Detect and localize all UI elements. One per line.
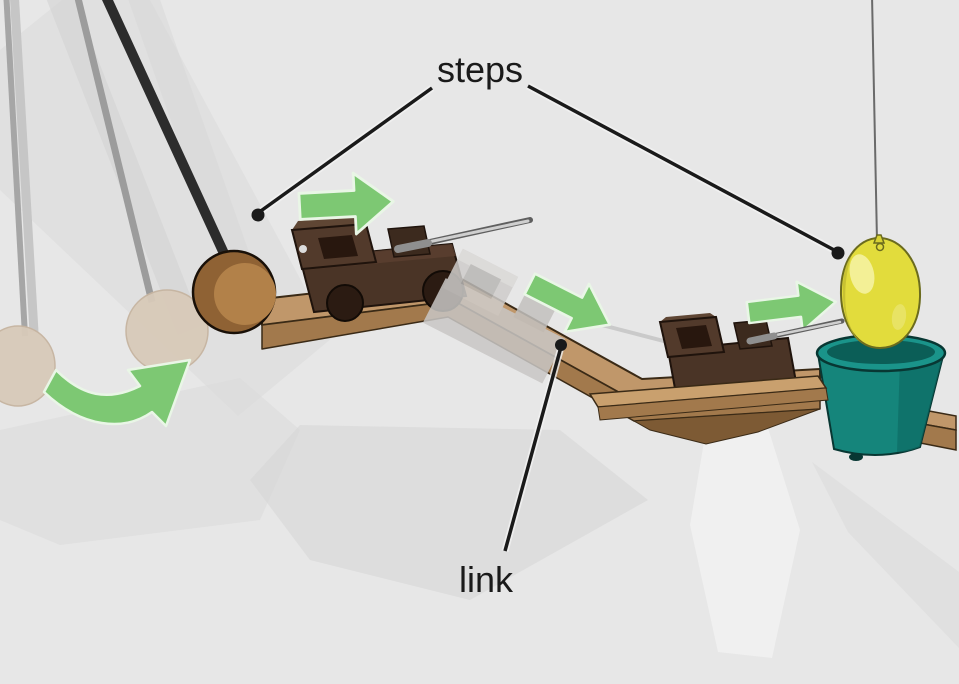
floor-shadow-right (812, 462, 959, 648)
truck1-wheel-front (326, 284, 364, 322)
steps-label: steps (437, 49, 523, 90)
rod-shadow-1 (46, 0, 203, 335)
bucket-interior (827, 340, 935, 364)
ghost-truck-body (422, 278, 566, 384)
ghost-rod-mid (74, 0, 156, 303)
balloon-highlight-2 (891, 304, 907, 330)
slope-arrow (523, 272, 612, 334)
link-pointer-dot (555, 339, 567, 351)
balloon-left-shade (842, 255, 867, 346)
annotations: steps link (251, 49, 845, 600)
rail-front-face (597, 387, 829, 421)
steps-pointer-dot-left (251, 208, 265, 222)
ghost-ball-far (0, 325, 56, 407)
link-pointer-line (503, 346, 563, 552)
floor-shadow-left (0, 378, 300, 545)
pendulum-ball (191, 249, 277, 335)
floor-shadow-center (250, 425, 648, 600)
push-arrow-2 (745, 280, 838, 333)
ghost-rod-far (3, 0, 28, 337)
balloon-highlight (849, 254, 875, 294)
needle2-ferrule (746, 332, 778, 345)
table-leg-highlight (690, 428, 800, 658)
balloon-string (871, 0, 878, 242)
ghost-truck-cab-top (457, 248, 519, 288)
truck1-cab-top (292, 216, 366, 230)
pendulum-rod (102, 0, 232, 265)
truck2-window (676, 325, 712, 349)
bucket (815, 333, 947, 461)
steps-pointer-line-right (527, 84, 837, 253)
ghost-truck-turret (513, 293, 556, 333)
push-arrow-1 (297, 171, 395, 236)
ball-face (214, 263, 276, 325)
steps-pointer-line-left (256, 86, 434, 215)
ghost-truck-window (460, 263, 502, 299)
truck1-window (318, 235, 358, 259)
bucket-side-shade (897, 352, 944, 452)
balloon (839, 236, 922, 350)
front-rail (588, 375, 829, 421)
hanging-balloon (839, 0, 922, 350)
ghost-rod-far-back (10, 0, 39, 333)
balloon-knot-loop (875, 242, 885, 252)
ghost-truck (422, 248, 708, 384)
steps-pointer-dot-right (831, 246, 845, 260)
needle1-ferrule (394, 239, 432, 253)
needle-2 (746, 318, 845, 345)
pendulum (0, 0, 265, 407)
link-label: link (459, 559, 514, 600)
truck1-headlight (299, 245, 307, 253)
swing-arrow (42, 358, 192, 428)
bucket-foot (849, 453, 863, 461)
rod-shadow-2 (128, 0, 265, 305)
ramp-bottom-taper (632, 408, 821, 445)
motion-arrows (42, 171, 838, 428)
